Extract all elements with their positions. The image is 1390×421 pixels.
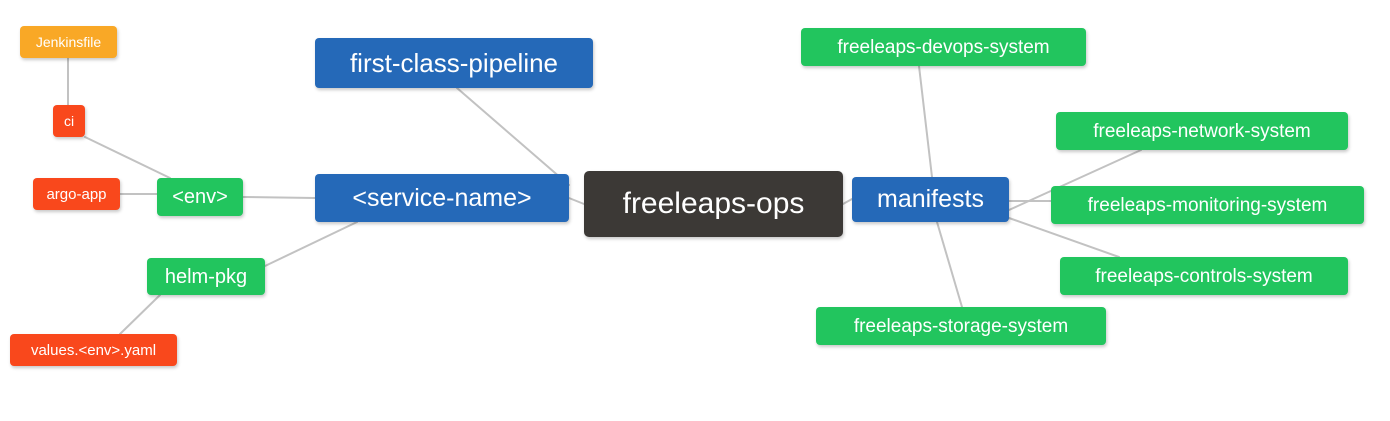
mindmap-node-helmpkg[interactable]: helm-pkg <box>147 258 265 295</box>
edge-env-to-ci <box>84 136 171 179</box>
mindmap-node-env[interactable]: <env> <box>157 178 243 216</box>
edge-manifests-to-devops <box>918 65 933 178</box>
mindmap-node-storage[interactable]: freeleaps-storage-system <box>816 307 1106 345</box>
mindmap-node-valuesyaml[interactable]: values.<env>.yaml <box>10 334 177 366</box>
edge-root-to-manifests <box>842 198 853 205</box>
edge-service-to-helmpkg <box>264 221 358 267</box>
mindmap-node-root[interactable]: freeleaps-ops <box>584 171 843 237</box>
mindmap-node-service[interactable]: <service-name> <box>315 174 569 222</box>
edge-service-to-pipeline <box>456 87 570 186</box>
mindmap-node-argoapp[interactable]: argo-app <box>33 178 120 210</box>
edge-manifests-to-storage <box>936 221 963 308</box>
edge-helmpkg-to-valuesyaml <box>119 294 161 335</box>
edge-root-to-service <box>568 197 585 205</box>
mindmap-node-controls[interactable]: freeleaps-controls-system <box>1060 257 1348 295</box>
mindmap-node-ci[interactable]: ci <box>53 105 85 137</box>
mindmap-node-devops[interactable]: freeleaps-devops-system <box>801 28 1086 66</box>
mindmap-node-manifests[interactable]: manifests <box>852 177 1009 222</box>
mindmap-node-pipeline[interactable]: first-class-pipeline <box>315 38 593 88</box>
mindmap-node-jenkinsfile[interactable]: Jenkinsfile <box>20 26 117 58</box>
edge-service-to-env <box>242 196 316 199</box>
mindmap-node-network[interactable]: freeleaps-network-system <box>1056 112 1348 150</box>
mindmap-node-monitoring[interactable]: freeleaps-monitoring-system <box>1051 186 1364 224</box>
